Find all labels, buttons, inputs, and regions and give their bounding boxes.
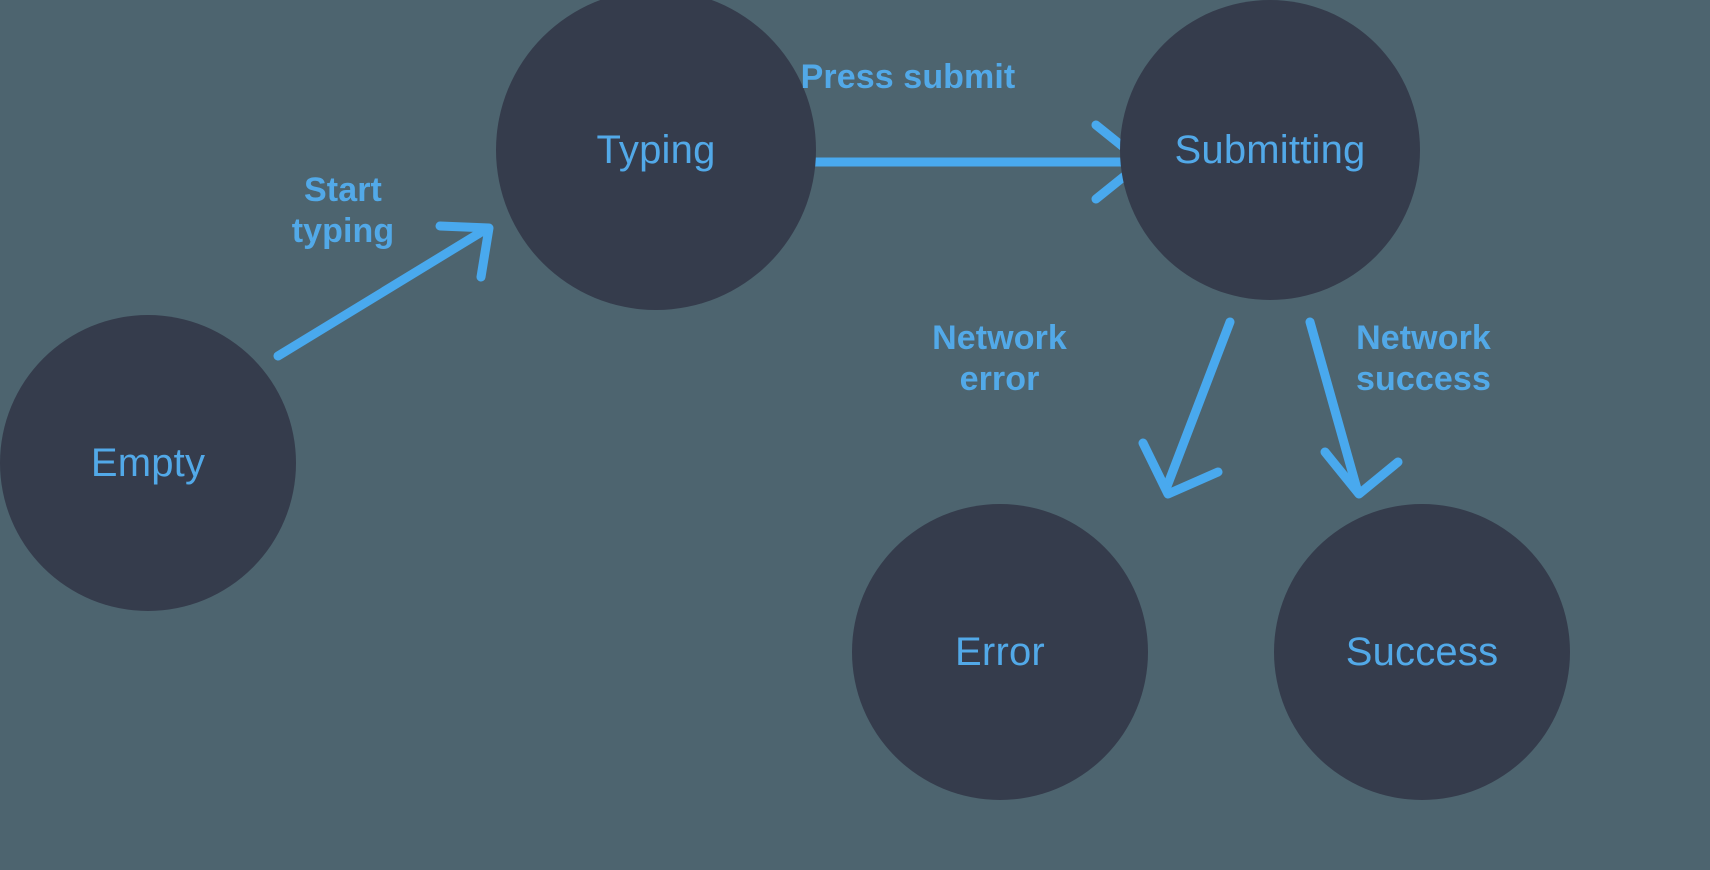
edge-start-typing	[273, 221, 494, 361]
edge-line-network-error	[1161, 317, 1235, 494]
edge-label-start-typing: Start typing	[291, 171, 395, 251]
state-node-submitting-label: Submitting	[1174, 128, 1366, 172]
state-node-typing[interactable]: Typing	[496, 0, 816, 310]
edge-network-error	[1138, 317, 1235, 499]
edge-label-press-submit: Press submit	[800, 58, 1016, 96]
edge-line-network-success	[1305, 317, 1362, 494]
state-node-success[interactable]: Success	[1274, 504, 1570, 800]
state-node-success-label: Success	[1345, 630, 1499, 674]
edge-label-network-success: Network success	[1356, 319, 1491, 399]
edge-label-network-error: Network error	[932, 319, 1067, 399]
arrowhead-network-success	[1320, 447, 1403, 499]
state-node-error[interactable]: Error	[852, 504, 1148, 800]
state-node-empty[interactable]: Empty	[0, 315, 296, 611]
arrowhead-start-typing	[435, 221, 494, 282]
state-node-empty-label: Empty	[90, 441, 206, 485]
arrowhead-network-error	[1138, 438, 1223, 499]
state-node-error-label: Error	[955, 630, 1045, 674]
edge-press-submit	[761, 120, 1147, 204]
edge-network-success	[1305, 317, 1403, 499]
state-node-typing-label: Typing	[596, 128, 716, 172]
edge-line-start-typing	[273, 226, 488, 361]
state-node-submitting[interactable]: Submitting	[1120, 0, 1420, 300]
